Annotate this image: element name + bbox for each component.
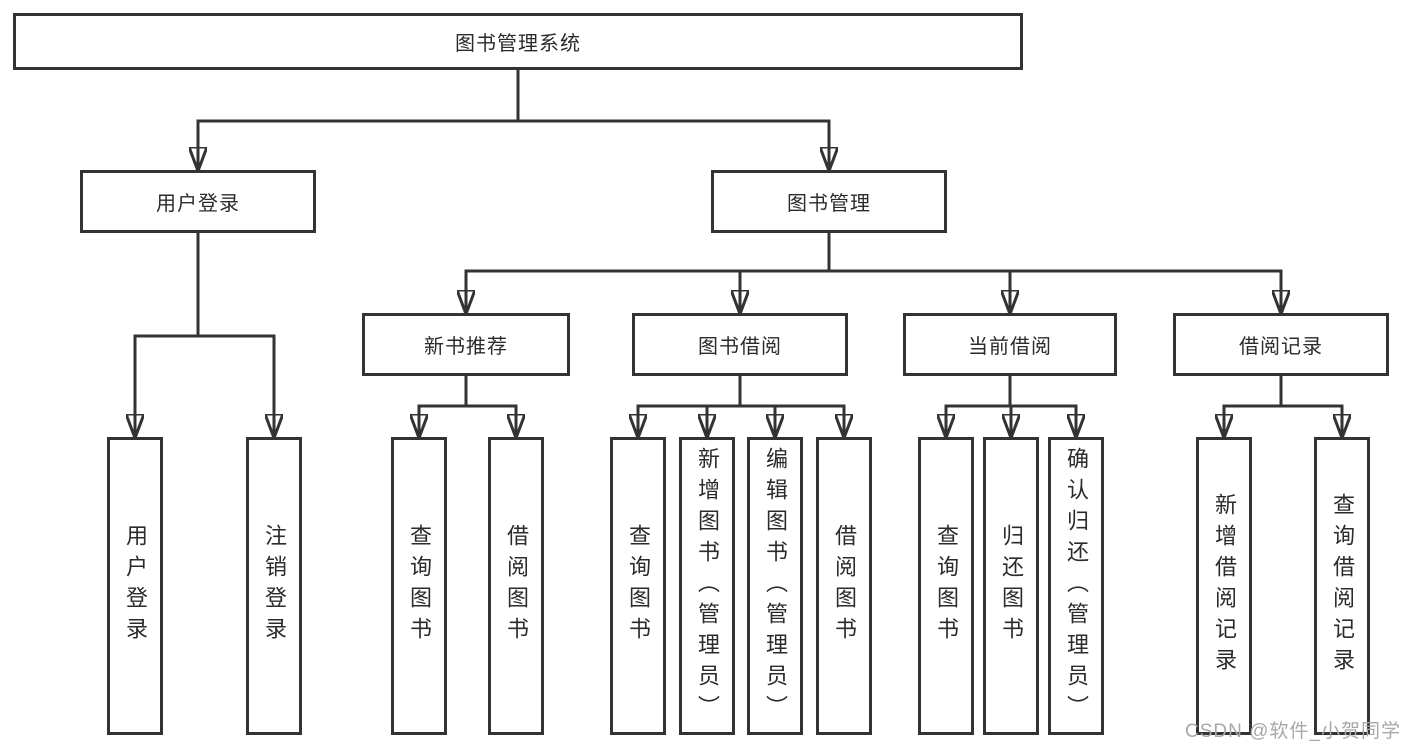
node-current-borrowing: 当前借阅 [903, 313, 1117, 376]
csdn-watermark: CSDN @软件_小贺同学 [1185, 721, 1401, 742]
node-leaf-nb-borrow-book: 借阅图书 [488, 437, 544, 735]
node-leaf-bb-query-book: 查询图书 [610, 437, 666, 735]
node-leaf-br-query-record: 查询借阅记录 [1314, 437, 1370, 735]
node-leaf-nb-query-book: 查询图书 [391, 437, 447, 735]
node-leaf-br-add-record: 新增借阅记录 [1196, 437, 1252, 735]
node-leaf-cb-return-book: 归还图书 [983, 437, 1039, 735]
node-leaf-bb-edit-book-admin: 编辑图书（管理员） [747, 437, 803, 735]
node-user-login: 用户登录 [80, 170, 316, 233]
node-leaf-logout: 注销登录 [246, 437, 302, 735]
node-leaf-bb-borrow-book: 借阅图书 [816, 437, 872, 735]
node-book-management: 图书管理 [711, 170, 947, 233]
node-borrowing-record: 借阅记录 [1173, 313, 1389, 376]
node-library-system: 图书管理系统 [13, 13, 1023, 70]
node-leaf-cb-confirm-return-admin: 确认归还（管理员） [1048, 437, 1104, 735]
node-leaf-bb-add-book-admin: 新增图书（管理员） [679, 437, 735, 735]
node-leaf-user-login: 用户登录 [107, 437, 163, 735]
node-leaf-cb-query-book: 查询图书 [918, 437, 974, 735]
node-new-book-recommend: 新书推荐 [362, 313, 570, 376]
node-book-borrowing: 图书借阅 [632, 313, 848, 376]
